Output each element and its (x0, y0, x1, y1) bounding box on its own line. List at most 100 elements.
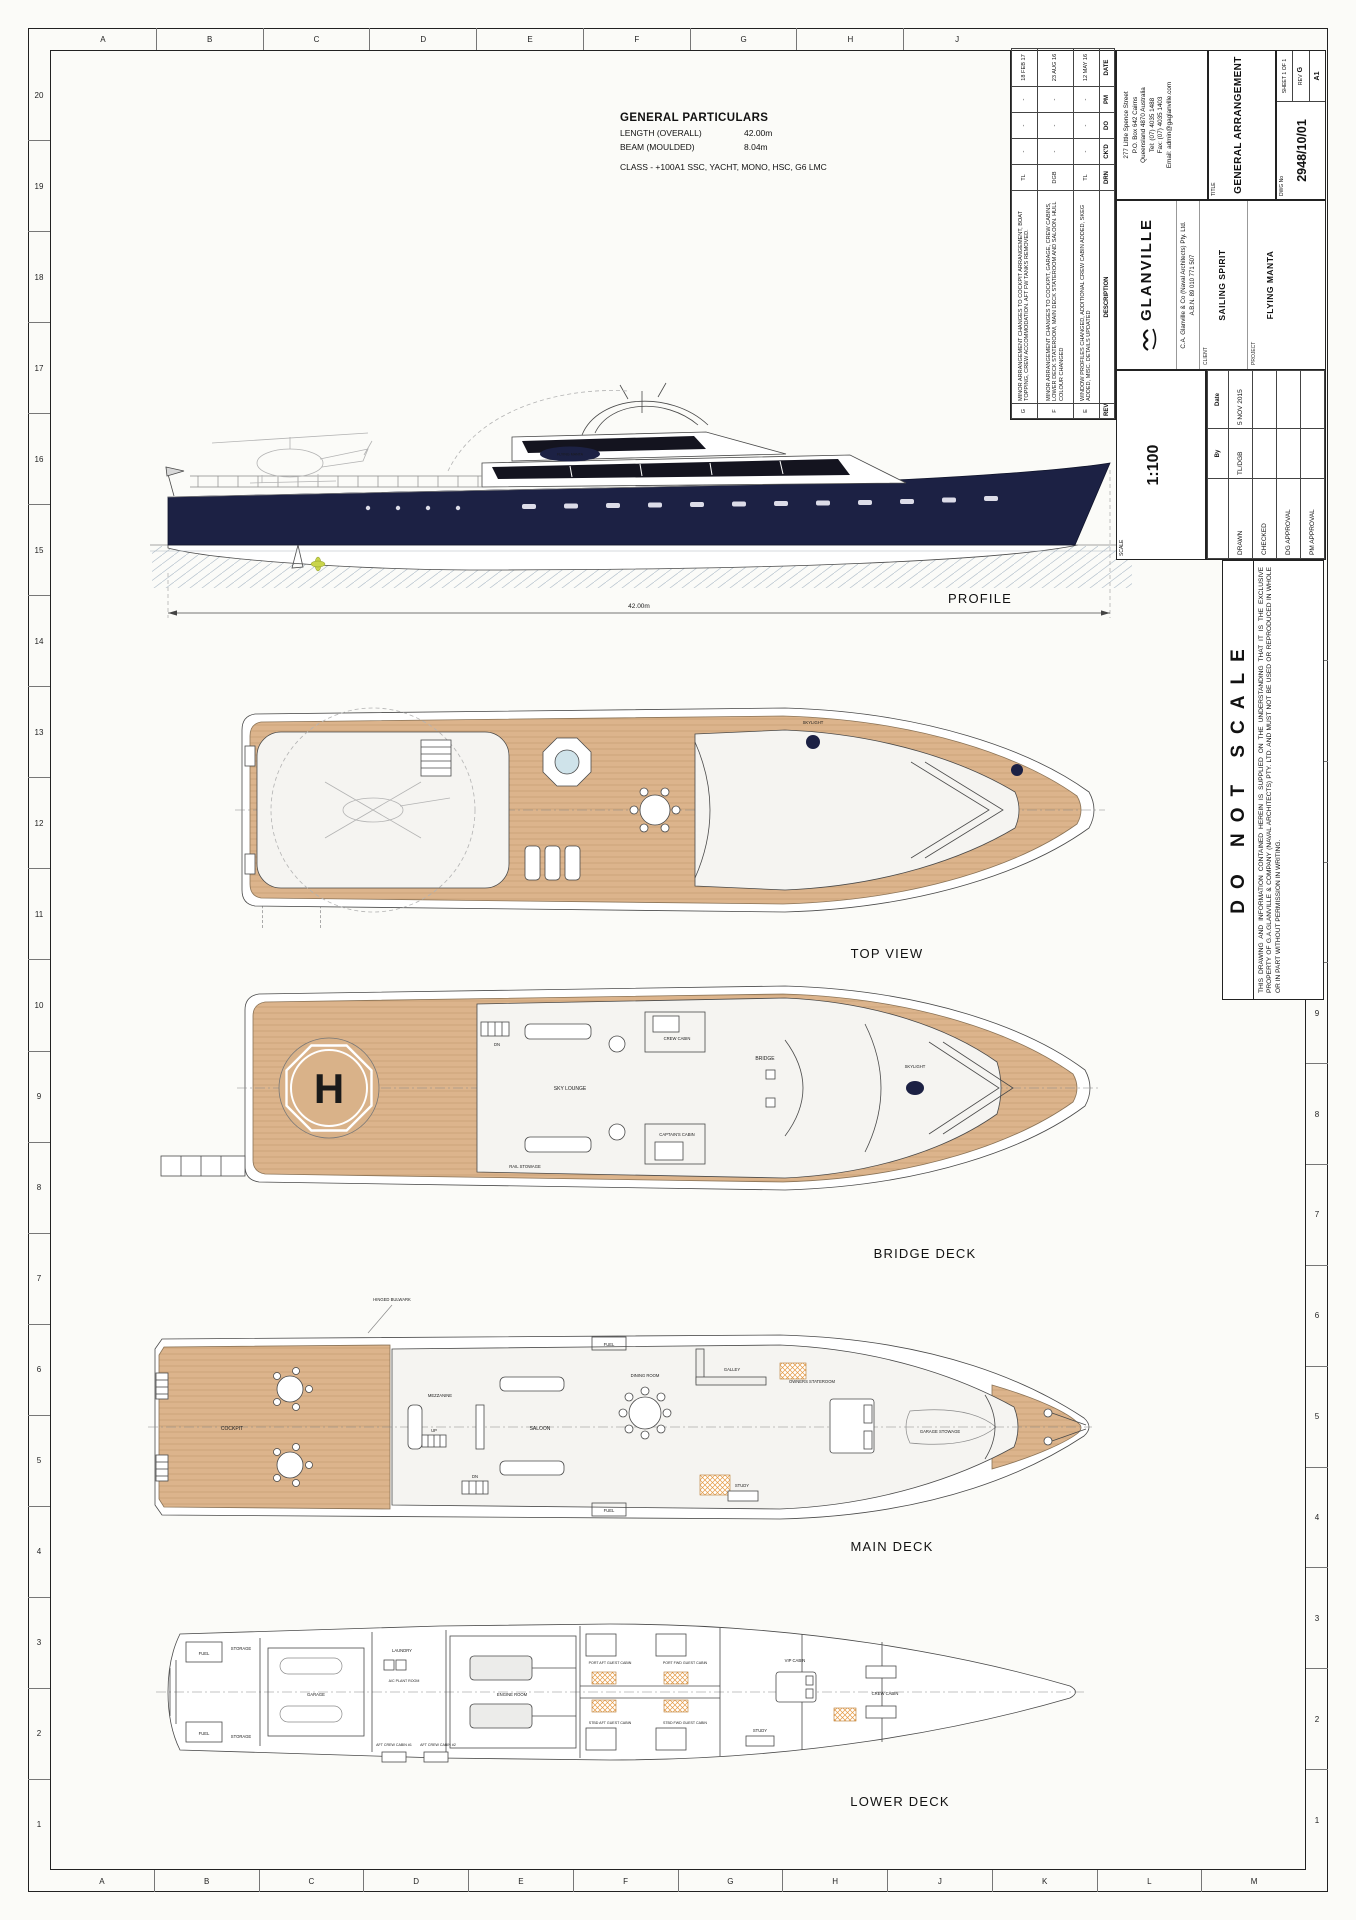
grid-ref-13: 13 (28, 687, 50, 779)
bulkheads (259, 1626, 883, 1758)
windscreen (694, 741, 711, 879)
vip-cabin-label: VIP CABIN (785, 1658, 806, 1663)
anchor-windlass (1043, 1408, 1087, 1446)
grid-ref-B: B (155, 1870, 260, 1892)
tender-stowage: GARAGE STOWAGE (905, 1409, 997, 1445)
title-block-assembly: G MINOR ARRANGEMENT CHANGES TO COCKPIT A… (1010, 48, 1326, 1060)
garage: GARAGE (267, 1647, 365, 1737)
grid-ref-7: 7 (1306, 1165, 1328, 1266)
crew-cabin-label: CREW CABIN (872, 1691, 899, 1696)
garage-label: GARAGE (307, 1692, 325, 1697)
rail-stowage-label: RAIL STOWAGE (509, 1164, 541, 1169)
garage-stowage-label: GARAGE STOWAGE (920, 1429, 960, 1434)
rev-row: REV G (1293, 51, 1310, 101)
laundry: LAUNDRY (383, 1648, 412, 1671)
client-row: CLIENT SAILING SPIRIT (1200, 201, 1249, 369)
company-box: GLANVILLE C.A. Glanville & Co (Naval Arc… (1116, 200, 1326, 370)
grid-ref-D: D (364, 1870, 469, 1892)
length-label: LENGTH (OVERALL) (620, 128, 702, 138)
saloon-label: SALOON (530, 1426, 551, 1432)
grid-ref-5: 5 (1306, 1367, 1328, 1468)
scale-box: SCALE 1:100 (1116, 370, 1206, 560)
address-line: Queensland 4870 Australia (1140, 87, 1148, 163)
top-view: SKYLIGHT TOP VIEW (235, 707, 1105, 961)
port-fwd-guest-label: PORT FWD GUEST CABIN (663, 1661, 708, 1665)
grid-ref-J: J (888, 1870, 993, 1892)
windscreen-front (984, 1394, 996, 1460)
grid-ref-9: 9 (1306, 963, 1328, 1065)
port-aft-guest-label: PORT AFT GUEST CABIN (589, 1661, 632, 1665)
profile-view: FLYING MANTA 42.00m PROFILE (150, 382, 1135, 618)
revision-header-row: REV DESCRIPTION DRN CK'D DO PM DATE (1099, 48, 1115, 419)
hull-windows (365, 496, 998, 511)
beam-row: BEAM (MOULDED) 8.04m (620, 142, 860, 152)
project-row: PROJECT FLYING MANTA (1248, 201, 1296, 369)
dwg-value: 2948/10/01 (1295, 119, 1309, 182)
approvals-header: By Date (1207, 370, 1229, 559)
company-logo-text: GLANVILLE (1138, 218, 1155, 321)
revision-row: F MINOR ARRANGEMENT CHANGES TO COCKPIT, … (1037, 48, 1074, 419)
dwg-number-box: DWG No 2948/10/01 SHEET 1 OF 1 REV G A1 (1276, 50, 1326, 200)
name-board (540, 446, 600, 462)
captains-cabin-label: CAPTAIN'S CABIN (659, 1132, 694, 1137)
bridge-label: BRIDGE (755, 1056, 775, 1062)
aft-crew-cabin-1-label: AFT CREW CABIN #1 (376, 1743, 412, 1747)
stbd-aft-guest-label: STBD AFT GUEST CABIN (589, 1721, 632, 1725)
company-address-box: 277 Little Spence Street P.O. Box 642 Ca… (1116, 50, 1208, 200)
grid-ref-2: 2 (28, 1689, 50, 1780)
study-label: STUDY (753, 1728, 767, 1733)
rotor-clearance-arc (447, 390, 629, 472)
grid-ref-17: 17 (28, 323, 50, 415)
bridge-console: BRIDGE (755, 1039, 804, 1137)
skylight-label: SKYLIGHT (905, 1064, 926, 1069)
client-label: CLIENT (1203, 347, 1210, 365)
sheet-of: SHEET 1 OF 1 (1277, 51, 1294, 101)
grid-ref-F: F (584, 28, 691, 50)
skylight-icon (906, 1081, 924, 1095)
storage-label: STORAGE (231, 1646, 252, 1651)
grid-ref-11: 11 (28, 869, 50, 961)
dining-room-label: DINING ROOM (631, 1373, 660, 1378)
approval-row-pm: PM APPROVAL (1300, 370, 1325, 559)
grid-ref-G: G (691, 28, 798, 50)
overall-length-dim: 42.00m (628, 603, 650, 610)
grid-ref-K: K (993, 1870, 1098, 1892)
crew-cabin-label: CREW CABIN (664, 1036, 691, 1041)
dn-stairs (461, 1480, 489, 1495)
client-value: SAILING SPIRIT (1217, 249, 1228, 321)
main-deck-view: COCKPIT HINGED BULWARK MEZZANINE UP SALO… (148, 1297, 1092, 1554)
grid-ref-4: 4 (28, 1507, 50, 1598)
company-abn: A.B.N. 89 010 771 507 (1190, 201, 1201, 369)
address-line: Tel: (07) 4035 1488 (1148, 97, 1156, 153)
cockpit-label: COCKPIT (221, 1426, 243, 1432)
revision-row: G MINOR ARRANGEMENT CHANGES TO COCKPIT A… (1011, 48, 1038, 419)
main-deck-label: MAIN DECK (850, 1539, 933, 1554)
stern-platform-lines (169, 1660, 177, 1724)
general-particulars-title: GENERAL PARTICULARS (620, 112, 769, 124)
grid-ref-H: H (783, 1870, 888, 1892)
grid-ref-C: C (264, 28, 371, 50)
sheet-size: A1 (1313, 71, 1321, 81)
stair-hatch (480, 1021, 510, 1037)
do-not-scale-title: DO NOT SCALE (1223, 561, 1254, 999)
grid-ref-3: 3 (1306, 1568, 1328, 1670)
approvals-box: By Date DRAWN TL/DGB 5 NOV 2015 CHECKED … (1206, 370, 1326, 560)
day-head-hatched (699, 1474, 731, 1496)
head-hatched (663, 1699, 689, 1713)
profile-superstructure: FLYING MANTA (447, 382, 907, 488)
grid-ref-J: J (955, 34, 960, 44)
stern-flag (165, 466, 185, 497)
grid-ref-9: 9 (28, 1052, 50, 1143)
grid-ref-E: E (469, 1870, 574, 1892)
grid-ref-3: 3 (28, 1598, 50, 1689)
owners-head-hatched (779, 1362, 807, 1380)
class-note: CLASS - +100A1 SSC, YACHT, MONO, HSC, G6… (620, 162, 827, 172)
windscreen (864, 1023, 882, 1153)
owners-stateroom: OWNERS STATEROOM (789, 1379, 875, 1454)
revision-row: E WINDOW PROFILES CHANGED, ADDITIONAL CR… (1073, 48, 1100, 419)
mezzanine-sofa (407, 1404, 423, 1450)
grid-ref-18: 18 (28, 232, 50, 324)
address-line: P.O. Box 642 Cairns (1131, 96, 1139, 154)
